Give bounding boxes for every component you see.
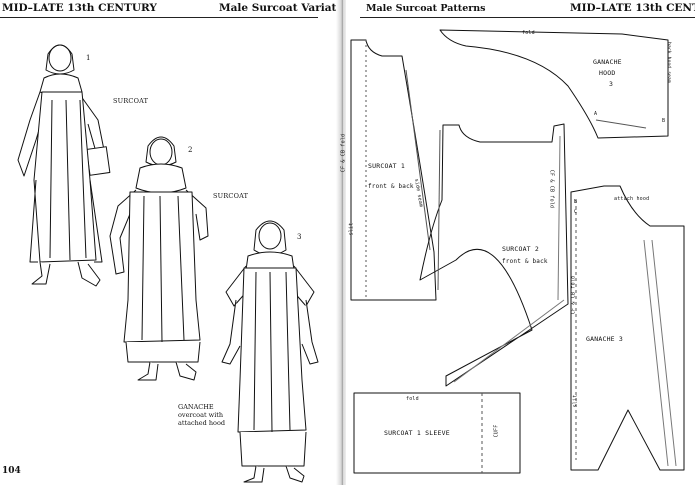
right-header-rule xyxy=(360,17,695,18)
right-page: Male Surcoat Patterns MID–LATE 13th CENT… xyxy=(340,0,695,485)
hood-outline xyxy=(439,29,669,139)
left-page: MID–LATE 13th CENTURY Male Surcoat Varia… xyxy=(0,0,355,485)
figure-3-caption: GANACHE overcoat with attached hood xyxy=(178,403,225,427)
sleeve-outline xyxy=(353,392,521,474)
right-header-title: Male Surcoat Patterns xyxy=(366,3,486,14)
figure-1-drawing xyxy=(17,44,111,287)
figure-1-number: 1 xyxy=(86,54,91,62)
hood-fold-label: fold xyxy=(522,30,535,36)
surcoat-2-outline xyxy=(419,123,569,387)
page-number: 104 xyxy=(2,466,21,476)
right-header-subtitle: MID–LATE 13th CENTURY xyxy=(570,2,695,14)
ganache-slit-label: slit xyxy=(572,394,579,408)
ganache-mark-b: B xyxy=(574,199,578,205)
ganache-mark-c: C xyxy=(574,209,578,215)
surcoat-1-slit-label: slit xyxy=(348,222,355,236)
hood-line-3: 3 xyxy=(609,80,614,88)
sleeve-title: SURCOAT 1 SLEEVE xyxy=(384,429,450,437)
figure-3-number: 3 xyxy=(297,233,302,241)
surcoat-2-title: SURCOAT 2 xyxy=(502,245,540,253)
ganache-outline xyxy=(570,185,685,471)
figure-3-drawing xyxy=(221,220,319,483)
ganache-attach-label: attach hood xyxy=(614,196,650,202)
figure-3-label: GANACHE xyxy=(178,403,214,411)
surcoat-2-subtitle: front & back xyxy=(502,258,548,265)
sleeve-fold-label: fold xyxy=(406,396,419,402)
surcoat-1-title: SURCOAT 1 xyxy=(368,162,406,170)
surcoat-2-fold-label: CF & CB fold xyxy=(548,169,555,209)
figure-2-number: 2 xyxy=(188,146,193,154)
figure-3-caption-line-1: overcoat with xyxy=(178,411,224,419)
surcoat-1-subtitle: front & back xyxy=(368,183,414,190)
pattern-diagrams xyxy=(350,29,685,474)
sleeve-cuff-label: CUFF xyxy=(493,424,500,438)
hood-mark-a: A xyxy=(594,111,598,117)
figure-3-caption-line-2: attached hood xyxy=(178,419,226,427)
ganache-title: GANACHE 3 xyxy=(586,335,624,343)
figure-2-label: SURCOAT xyxy=(213,192,249,200)
surcoat-1-fold-label: CF & CB fold xyxy=(340,133,347,173)
left-header-rule xyxy=(0,17,318,18)
figure-1-label: SURCOAT xyxy=(113,97,149,105)
figure-2-drawing xyxy=(109,136,209,381)
costume-illustrations xyxy=(17,44,319,483)
book-gutter xyxy=(336,0,348,485)
hood-line-2: HOOD xyxy=(599,69,616,77)
ganache-fold-label: CF & CB fold xyxy=(570,275,577,315)
hood-back-seam-label: back hood seam xyxy=(665,42,671,83)
left-header-subtitle: Male Surcoat Variation xyxy=(219,2,355,14)
surcoat-1-outline xyxy=(350,39,437,301)
hood-title: GANACHE xyxy=(593,58,622,66)
left-header-title: MID–LATE 13th CENTURY xyxy=(2,2,157,14)
hood-mark-b: B xyxy=(662,118,666,124)
